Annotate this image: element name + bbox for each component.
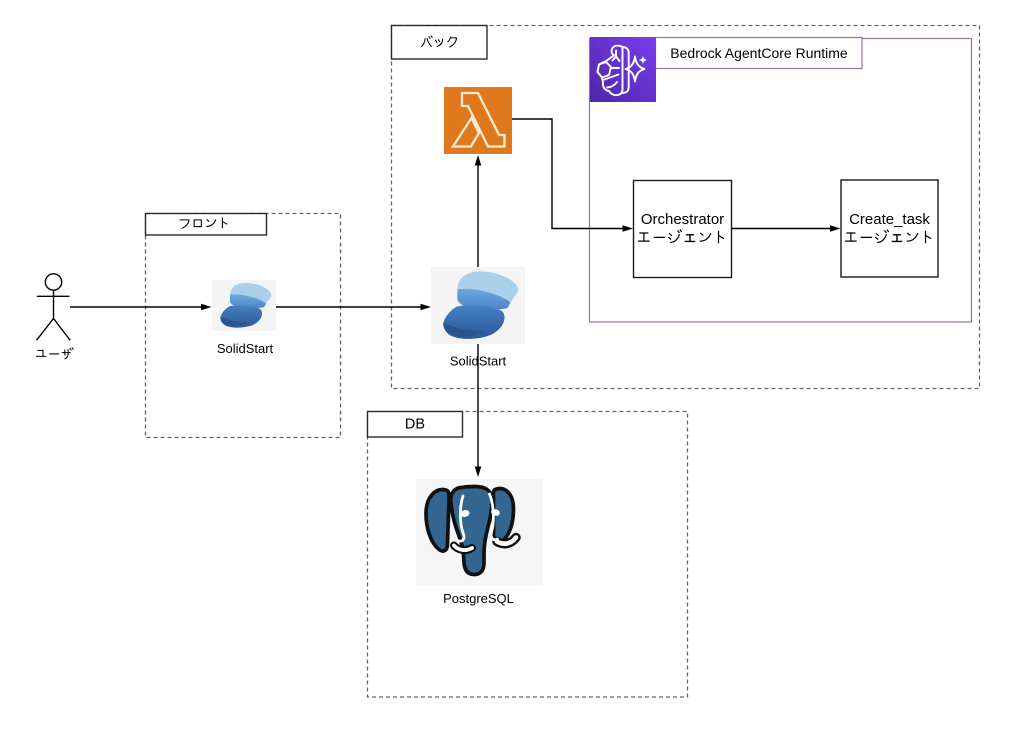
svg-text:PostgreSQL: PostgreSQL — [443, 591, 514, 606]
svg-text:SolidStart: SolidStart — [217, 341, 274, 356]
svg-text:Create_task: Create_task — [849, 211, 930, 228]
svg-text:DB: DB — [405, 417, 425, 433]
svg-text:Orchestrator: Orchestrator — [641, 211, 724, 228]
svg-text:Bedrock AgentCore Runtime: Bedrock AgentCore Runtime — [670, 45, 848, 61]
